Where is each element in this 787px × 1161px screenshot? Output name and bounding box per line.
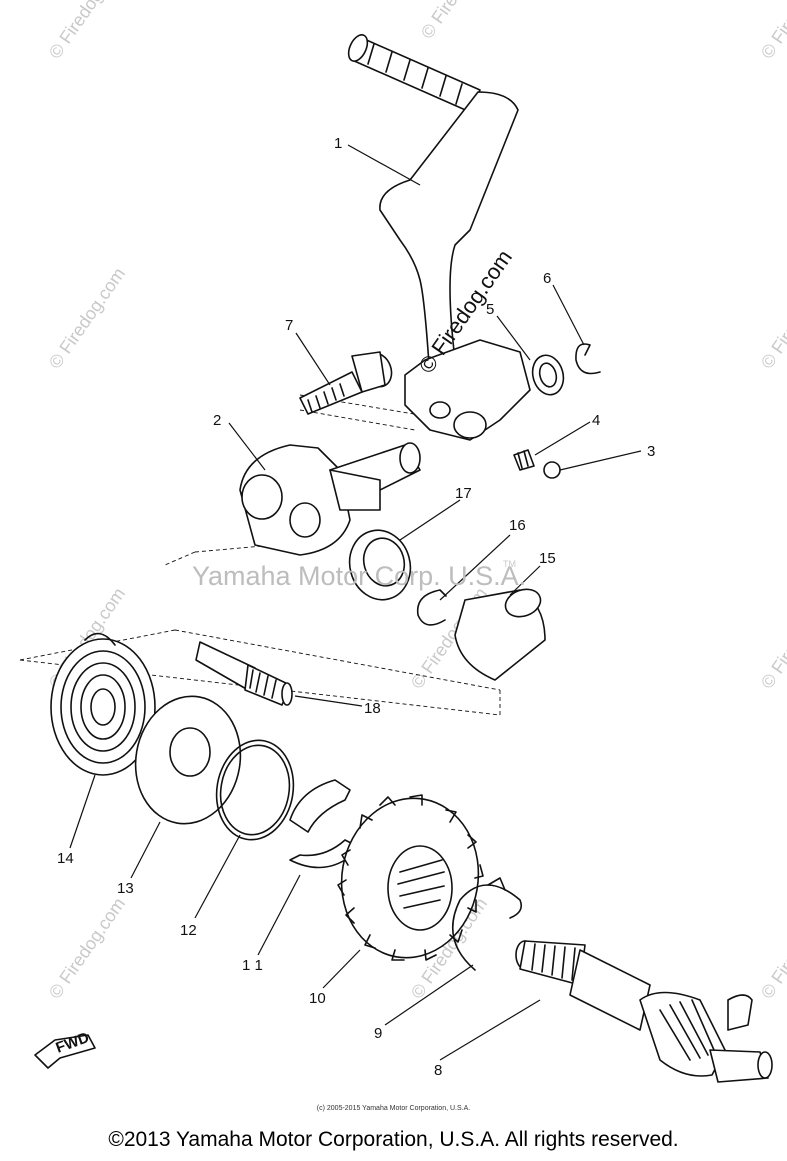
- circlip-12: [215, 739, 295, 841]
- callout-2: 2: [213, 412, 221, 429]
- kick-boss: [239, 442, 421, 556]
- fwd-arrow: FWD: [34, 1029, 96, 1069]
- callout-17: 17: [455, 485, 472, 502]
- callouts: 1 2 3 4 5 6 7 8 9 10 1 1 12 13 14 15 16 …: [57, 135, 655, 1079]
- callout-4: 4: [592, 412, 600, 429]
- bolt: [299, 351, 393, 415]
- washer-and-clip: [531, 343, 601, 396]
- oil-seal: [348, 529, 412, 601]
- callout-18: 18: [364, 700, 381, 717]
- callout-6: 6: [543, 270, 551, 287]
- watermark-tile: © Firedog.com: [757, 584, 787, 692]
- callout-10: 10: [309, 990, 326, 1007]
- kick-lever: [347, 34, 531, 441]
- flat-washer: [134, 695, 242, 825]
- callout-12: 12: [180, 922, 197, 939]
- watermark-tile: © Firedog.com: [45, 894, 129, 1002]
- watermark-tile: © Firedog.com: [45, 264, 129, 372]
- circlip-16: [416, 589, 447, 626]
- main-copyright: ©2013 Yamaha Motor Corporation, U.S.A. A…: [108, 1128, 679, 1151]
- callout-9: 9: [374, 1025, 382, 1042]
- callout-5: 5: [486, 301, 494, 318]
- watermark-tile: © Firedog.com: [757, 0, 787, 62]
- yamaha-watermark: Yamaha Motor Corp. U.S.A.: [192, 561, 526, 591]
- callout-16: 16: [509, 517, 526, 534]
- callout-8: 8: [434, 1062, 442, 1079]
- return-spring: [50, 632, 156, 776]
- spring-clip: [452, 877, 523, 971]
- callout-3: 3: [647, 443, 655, 460]
- small-copyright: (c) 2005-2015 Yamaha Motor Corporation, …: [316, 1105, 471, 1112]
- tm-mark: TM: [503, 559, 516, 569]
- watermark-tile: © Firedog.com: [417, 0, 501, 42]
- pin: [195, 641, 293, 706]
- callout-14: 14: [57, 850, 74, 867]
- kick-axle: [515, 940, 773, 1083]
- sleeve: [454, 588, 546, 681]
- watermark-tile: © Firedog.com: [45, 0, 129, 62]
- callout-13: 13: [117, 880, 134, 897]
- leader-lines: [69, 144, 642, 1061]
- callout-11: 1 1: [242, 957, 263, 974]
- callout-7: 7: [285, 317, 293, 334]
- callout-1: 1: [334, 135, 342, 152]
- kick-gear: [337, 794, 484, 961]
- callout-15: 15: [539, 550, 556, 567]
- watermark-tile: © Firedog.com: [757, 264, 787, 372]
- watermark-tile: © Firedog.com: [757, 894, 787, 1002]
- spring-and-ball: [513, 449, 561, 479]
